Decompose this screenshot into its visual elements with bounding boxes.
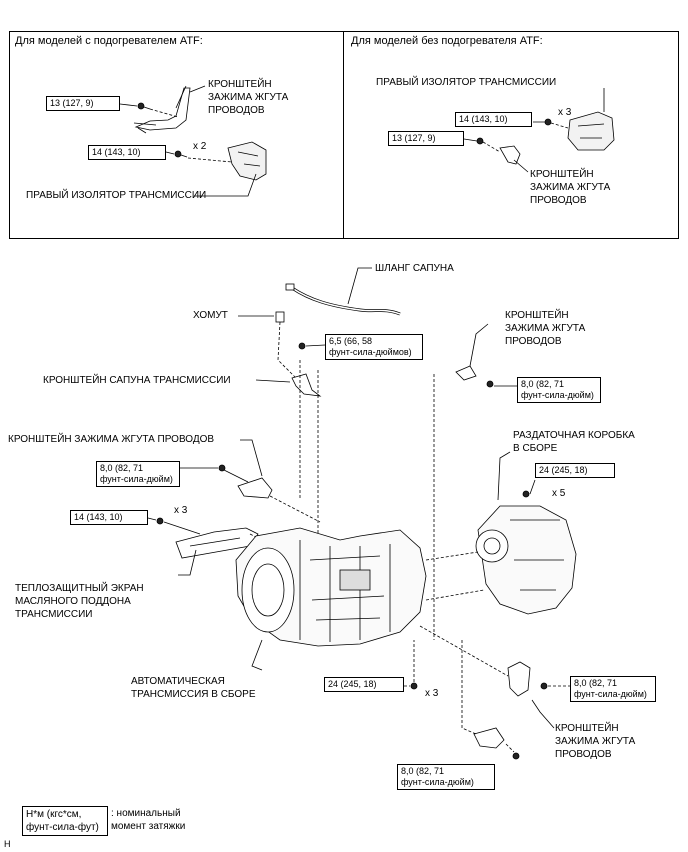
right-harness-bracket-part [499, 145, 521, 165]
harness-bracket-right-top-label: КРОНШТЕЙН ЗАЖИМА ЖГУТА ПРОВОДОВ [505, 310, 586, 347]
mult-x3-bottom: x 3 [425, 688, 439, 699]
left-isolator-part [227, 141, 267, 181]
transfer-case-part [475, 505, 577, 615]
right-bolt-14 [544, 118, 569, 129]
mult-x5: x 5 [552, 488, 566, 499]
right-bolt-13 [476, 137, 501, 153]
harness-bracket-right-mid-part [507, 661, 531, 697]
left-torque-13-box: 13 (127, 9) [46, 96, 120, 111]
torque-14-main-box: 14 (143, 10) [70, 510, 148, 525]
clamp-part [275, 311, 285, 323]
torque-8-bottom-box: 8,0 (82, 71 фунт-сила-дюйм) [397, 764, 495, 790]
harness-bracket-bottom-part [473, 727, 505, 749]
clamp-label: ХОМУТ [193, 310, 228, 321]
harness-bracket-right-top-part [455, 365, 477, 381]
legend-text: : номинальный момент затяжки [111, 808, 186, 832]
heat-shield-label: ТЕПЛОЗАЩИТНЫЙ ЭКРАН МАСЛЯНОГО ПОДДОНА ТР… [15, 583, 144, 620]
harness-bracket-bottom-label: КРОНШТЕЙН ЗАЖИМА ЖГУТА ПРОВОДОВ [555, 723, 636, 760]
legend-box: Н*м (кгс*см, фунт-сила-фут) [22, 806, 108, 836]
right-panel-frame [343, 31, 679, 239]
harness-bracket-left-part [237, 477, 273, 499]
mult-x3-left: x 3 [174, 505, 188, 516]
breather-hose-label: ШЛАНГ САПУНА [375, 263, 454, 274]
torque-8-right-mid-box: 8,0 (82, 71 фунт-сила-дюйм) [570, 676, 656, 702]
left-bolt-13 [137, 102, 151, 110]
left-bracket-label: КРОНШТЕЙН ЗАЖИМА ЖГУТА ПРОВОДОВ [208, 79, 289, 116]
right-panel-header: Для моделей без подогревателя ATF: [351, 35, 543, 47]
right-mult-x3: x 3 [558, 107, 572, 118]
left-harness-bracket-part [133, 87, 191, 134]
torque-6-5-box: 6,5 (66, 58 фунт-сила-дюймов) [325, 334, 423, 360]
torque-24-bottom-box: 24 (245, 18) [324, 677, 404, 692]
left-bolt-14 [174, 150, 188, 158]
torque-8-left-box: 8,0 (82, 71 фунт-сила-дюйм) [96, 461, 180, 487]
torque-8-right-top-box: 8,0 (82, 71 фунт-сила-дюйм) [517, 377, 601, 403]
right-isolator-label: ПРАВЫЙ ИЗОЛЯТОР ТРАНСМИССИИ [376, 77, 557, 88]
torque-24-right-box: 24 (245, 18) [535, 463, 615, 478]
breather-bracket-part [291, 373, 322, 397]
left-isolator-label: ПРАВЫЙ ИЗОЛЯТОР ТРАНСМИССИИ [26, 190, 207, 201]
left-mult-x2: x 2 [193, 141, 207, 152]
left-torque-14-box: 14 (143, 10) [88, 145, 166, 160]
breather-hose-part [285, 283, 401, 316]
left-panel-header: Для моделей с подогревателем ATF: [15, 35, 203, 47]
breather-bolt [298, 342, 326, 350]
breather-bracket-label: КРОНШТЕЙН САПУНА ТРАНСМИССИИ [43, 375, 231, 386]
transfer-case-label: РАЗДАТОЧНАЯ КОРОБКА В СБОРЕ [513, 430, 635, 454]
automatic-transmission-part [235, 527, 427, 647]
auto-transmission-label: АВТОМАТИЧЕСКАЯ ТРАНСМИССИЯ В СБОРЕ [131, 676, 256, 700]
right-isolator-part [567, 111, 615, 151]
right-torque-14-box: 14 (143, 10) [455, 112, 532, 127]
corner-letter: H [4, 839, 11, 849]
right-torque-13-box: 13 (127, 9) [388, 131, 464, 146]
right-bracket-label: КРОНШТЕЙН ЗАЖИМА ЖГУТА ПРОВОДОВ [530, 169, 611, 206]
harness-bracket-left-label: КРОНШТЕЙН ЗАЖИМА ЖГУТА ПРОВОДОВ [8, 434, 215, 445]
